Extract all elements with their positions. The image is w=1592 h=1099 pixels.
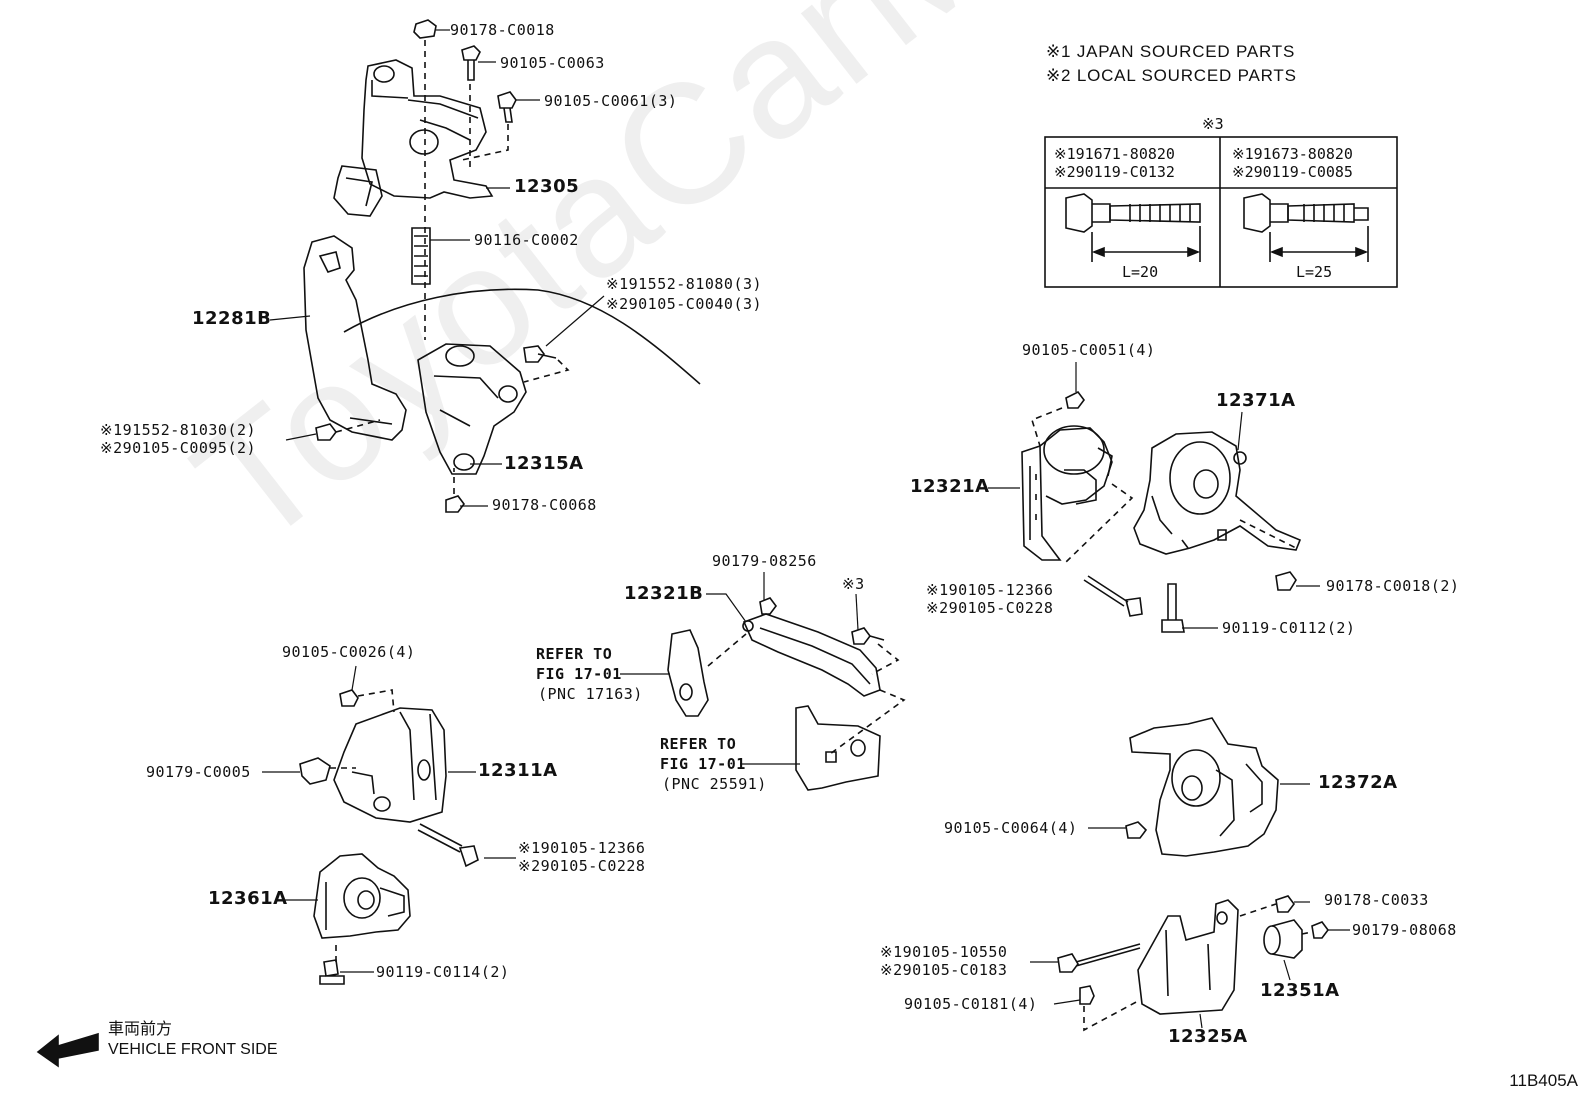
fasteners-bottom-right (1057, 821, 1329, 1005)
note-local-sourced: ※2 LOCAL SOURCED PARTS (1046, 66, 1297, 85)
leader-dashes-center (707, 633, 906, 755)
label-191552-81080: ※191552-81080(3) (606, 275, 763, 293)
label-90116-C0002: 90116-C0002 (474, 231, 579, 249)
ref-25591-line1: REFER TO (660, 735, 737, 753)
bolt-table-frame (1044, 136, 1398, 288)
bolt-right-part-2: ※290119-C0085 (1232, 163, 1353, 181)
bracket-ref-17163 (667, 629, 709, 717)
label-90179-C0005: 90179-C0005 (146, 763, 251, 781)
label-12311A: 12311A (478, 760, 558, 781)
label-90105-C0063: 90105-C0063 (500, 54, 605, 72)
bolt-left-part-2: ※290119-C0132 (1054, 163, 1175, 181)
label-12305: 12305 (514, 176, 580, 197)
fasteners-12315A (315, 345, 557, 513)
bracket-12315A (417, 343, 527, 475)
engine-outline-curve (343, 288, 701, 385)
leader-dashes-bottom-right (1083, 903, 1313, 1032)
ref-17163-line2: FIG 17-01 (536, 665, 622, 683)
label-290105-C0228-left: ※290105-C0228 (518, 857, 646, 875)
ref-25591-line2: FIG 17-01 (660, 755, 746, 773)
ref-25591-line3: (PNC 25591) (662, 775, 767, 793)
label-90105-C0051: 90105-C0051(4) (1022, 341, 1156, 359)
label-190105-10550: ※190105-10550 (880, 943, 1008, 961)
mount-12361A (313, 853, 411, 939)
label-290105-C0095: ※290105-C0095(2) (100, 439, 257, 457)
label-12372A: 12372A (1318, 772, 1398, 793)
label-note-3: ※3 (842, 575, 865, 593)
bolt-table-marker: ※3 (1202, 115, 1224, 133)
label-191552-81030: ※191552-81030(2) (100, 421, 257, 439)
label-12325A: 12325A (1168, 1026, 1248, 1047)
leader-dashes-mid (335, 359, 570, 494)
leader-dashes-bottom-left (330, 689, 395, 962)
label-12361A: 12361A (208, 888, 288, 909)
label-90178-C0068: 90178-C0068 (492, 496, 597, 514)
label-12315A: 12315A (504, 453, 584, 474)
bracket-12321B (742, 597, 885, 697)
label-90179-08256: 90179-08256 (712, 552, 817, 570)
mount-12305 (333, 59, 494, 217)
mount-12372A (1129, 717, 1279, 857)
label-90178-C0018-top: 90178-C0018 (450, 21, 555, 39)
label-12321A: 12321A (910, 476, 990, 497)
vehicle-front-en: VEHICLE FRONT SIDE (108, 1041, 278, 1058)
leader-dashes-right (1031, 407, 1297, 563)
label-90119-C0114: 90119-C0114(2) (376, 963, 510, 981)
leader-dashes-top (424, 40, 509, 340)
label-12371A: 12371A (1216, 390, 1296, 411)
label-90178-C0018-2: 90178-C0018(2) (1326, 577, 1460, 595)
fasteners-12371A (1065, 390, 1297, 633)
label-90179-08068: 90179-08068 (1352, 921, 1457, 939)
bolt-left-length: L=20 (1122, 263, 1159, 281)
label-190105-12366-right: ※190105-12366 (926, 581, 1054, 599)
label-12281B: 12281B (192, 308, 272, 329)
label-12321B: 12321B (624, 583, 704, 604)
label-12351A: 12351A (1260, 980, 1340, 1001)
bracket-12321A (1021, 425, 1113, 561)
bracket-12281B (303, 235, 407, 441)
label-190105-12366-left: ※190105-12366 (518, 839, 646, 857)
fasteners-bottom-left (299, 689, 479, 985)
note-japan-sourced: ※1 JAPAN SOURCED PARTS (1046, 42, 1296, 61)
bushing-12351A (1263, 919, 1303, 959)
label-90105-C0026: 90105-C0026(4) (282, 643, 416, 661)
bracket-12311A (333, 707, 447, 823)
bracket-ref-25591 (795, 705, 881, 791)
label-90119-C0112: 90119-C0112(2) (1222, 619, 1356, 637)
label-leaders (262, 29, 1350, 1029)
label-90105-C0181: 90105-C0181(4) (904, 995, 1038, 1013)
vehicle-front-label: 車両前方 VEHICLE FRONT SIDE (108, 1020, 278, 1060)
label-90105-C0064: 90105-C0064(4) (944, 819, 1078, 837)
bolt-drawing-left (1065, 193, 1201, 262)
vehicle-front-jp: 車両前方 (108, 1021, 173, 1038)
vehicle-front-arrow-icon (36, 1032, 99, 1068)
bolt-right-length: L=25 (1296, 263, 1333, 281)
label-290105-C0040: ※290105-C0040(3) (606, 295, 763, 313)
bolt-drawing-right (1243, 193, 1369, 262)
mount-12371A (1133, 431, 1302, 555)
bracket-12325A (1137, 899, 1239, 1015)
label-290105-C0228-right: ※290105-C0228 (926, 599, 1054, 617)
label-90178-C0033: 90178-C0033 (1324, 891, 1429, 909)
diagram-code: 11B405A (1509, 1071, 1578, 1090)
bolt-left-part-1: ※191671-80820 (1054, 145, 1175, 163)
bolt-right-part-1: ※191673-80820 (1232, 145, 1353, 163)
fasteners-top (411, 19, 517, 285)
ref-17163-line3: (PNC 17163) (538, 685, 643, 703)
label-90105-C0061: 90105-C0061(3) (544, 92, 678, 110)
label-290105-C0183: ※290105-C0183 (880, 961, 1008, 979)
ref-17163-line1: REFER TO (536, 645, 613, 663)
